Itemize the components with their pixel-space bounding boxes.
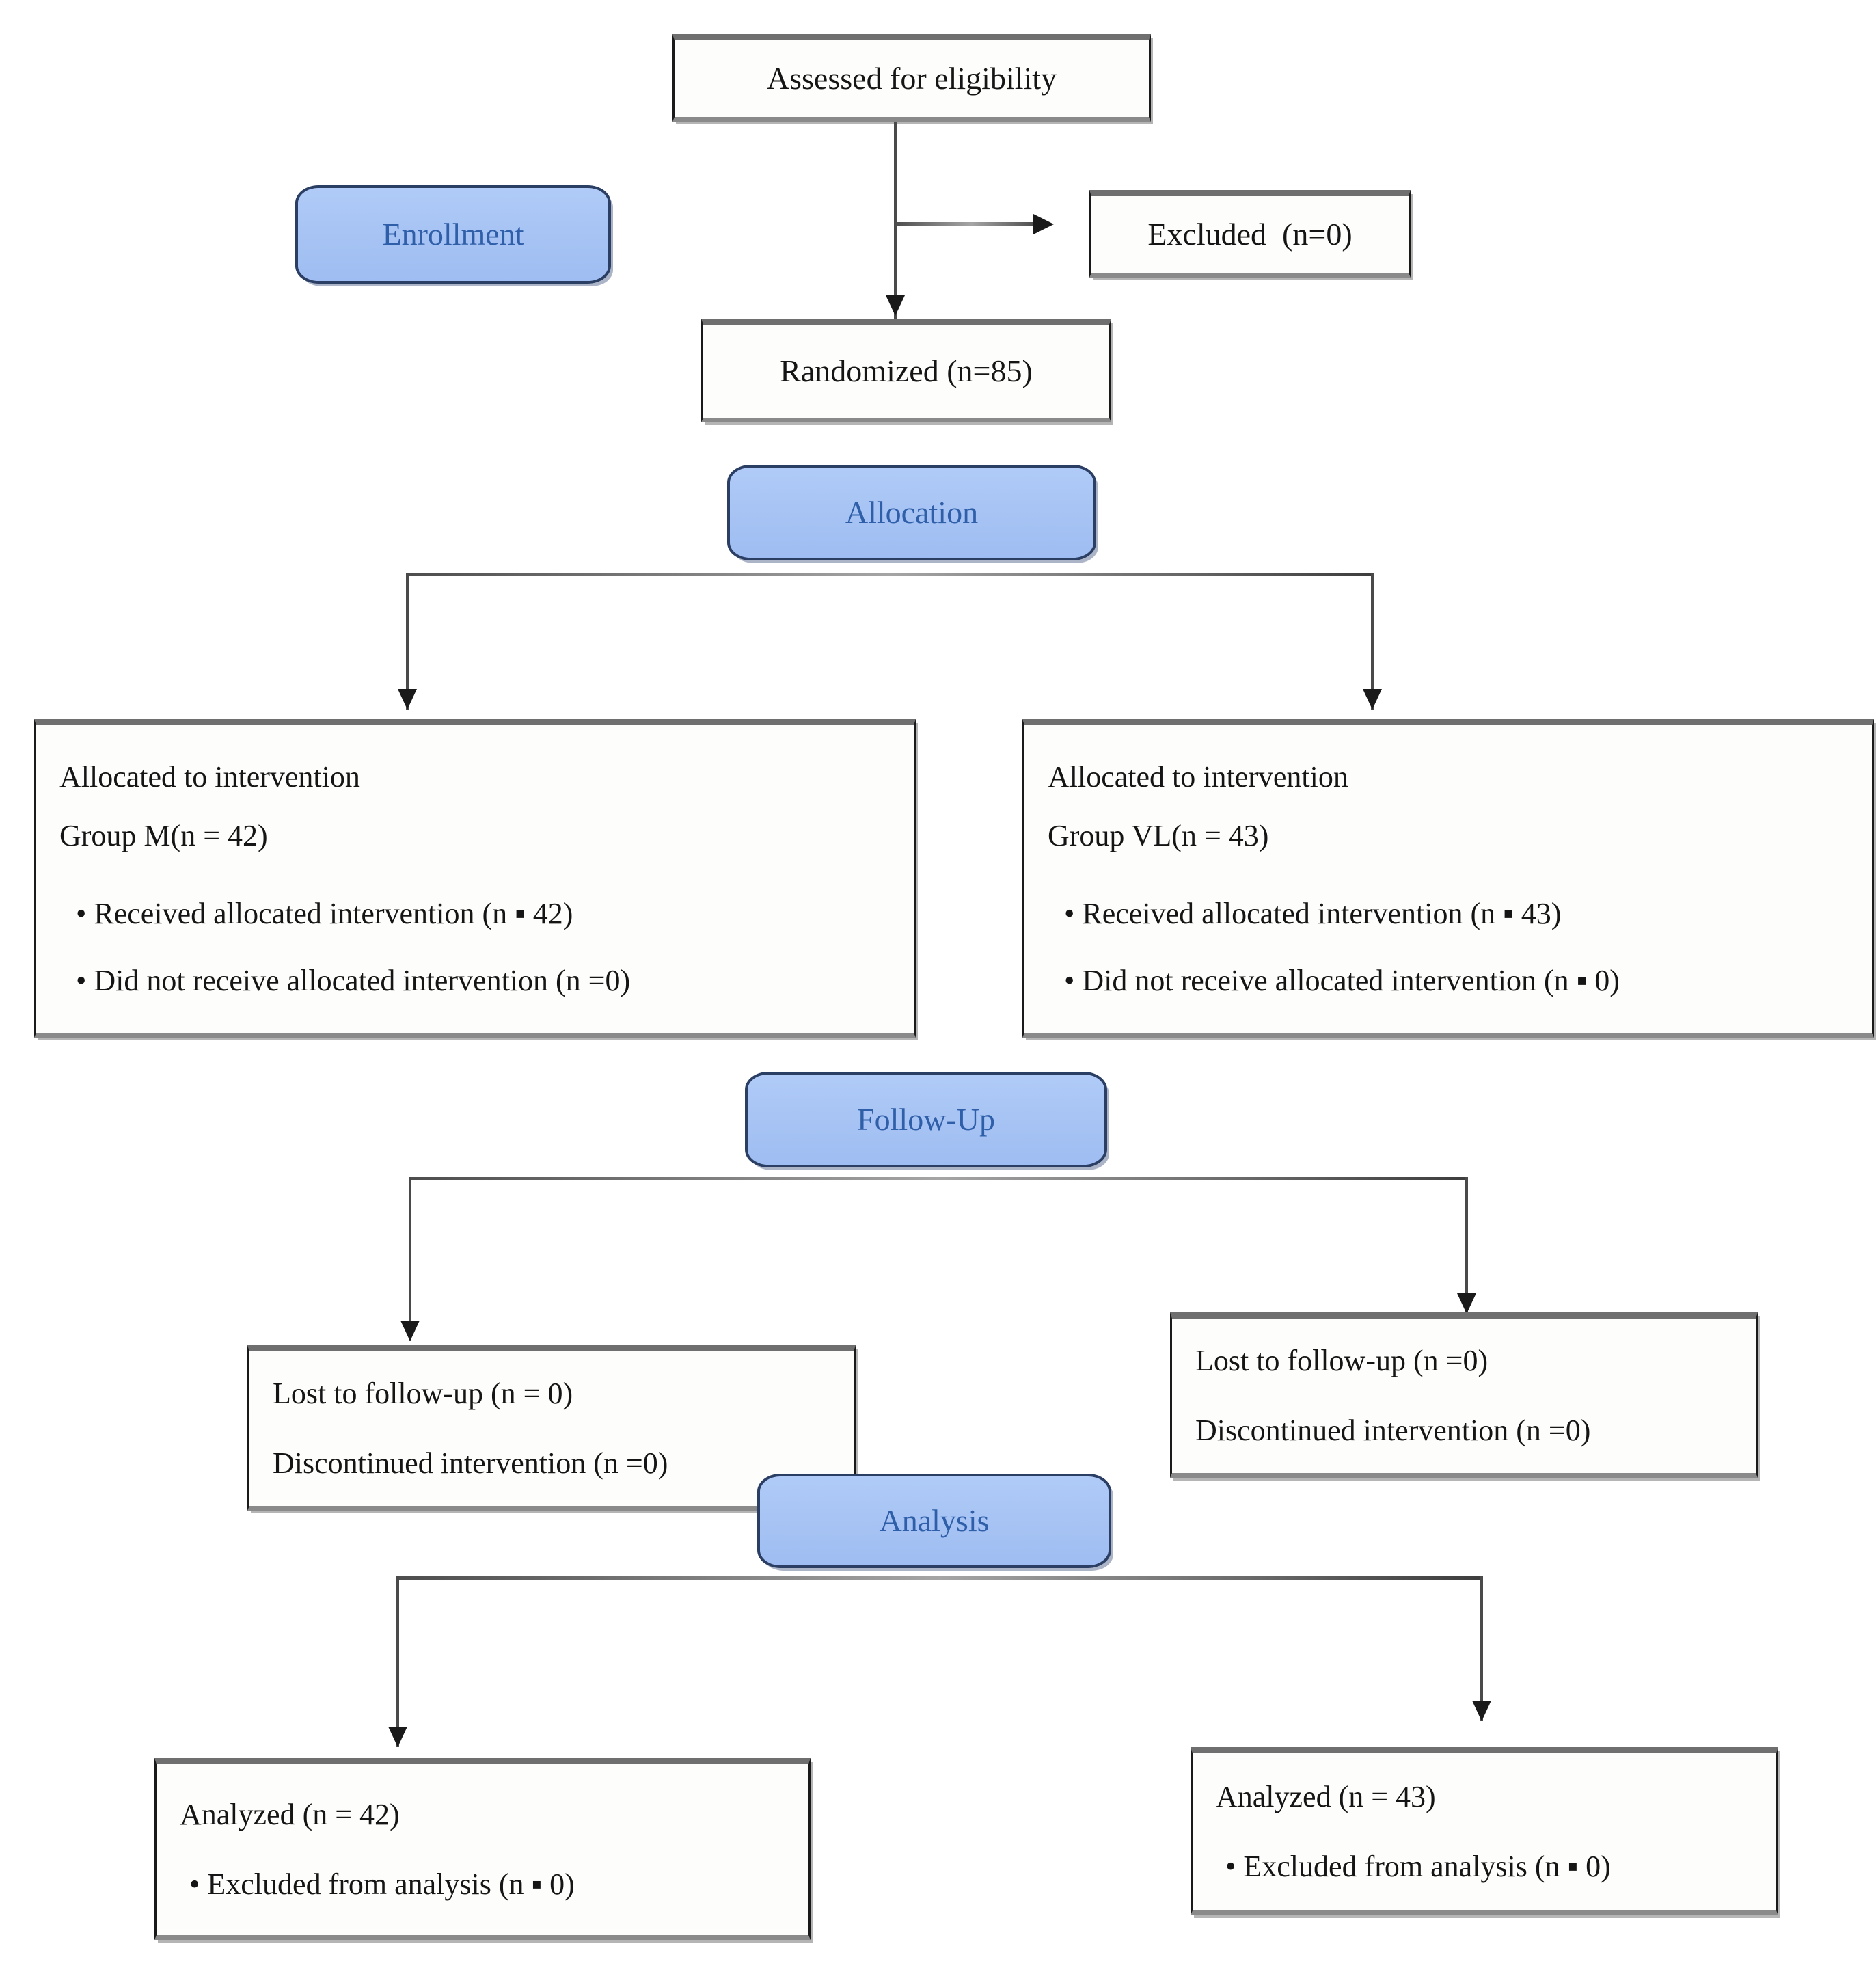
node-analyzed-group-m: Analyzed (n = 42) • Excluded from analys… <box>154 1758 811 1940</box>
connector-analysis-bar <box>396 1576 1483 1580</box>
connector-assessed-to-randomized <box>894 122 897 319</box>
node-analyzed-group-vl: Analyzed (n = 43) • Excluded from analys… <box>1191 1747 1778 1915</box>
node-randomized: Randomized (n=85) <box>701 319 1111 422</box>
analyzed-left-line-1: Analyzed (n = 42) <box>180 1797 400 1831</box>
analyzed-right-line-2: • Excluded from analysis (n ▪ 0) <box>1225 1850 1611 1883</box>
stage-analysis-text: Analysis <box>879 1503 990 1538</box>
allocated-left-line-1: Allocated to intervention <box>59 759 360 794</box>
node-allocated-group-vl: Allocated to intervention Group VL(n = 4… <box>1022 719 1874 1038</box>
randomized-line-1: Randomized (n=85) <box>780 353 1033 388</box>
arrowhead-followup-right <box>1457 1293 1476 1314</box>
allocated-left-line-2: Group M(n = 42) <box>59 818 268 852</box>
allocated-left-line-3: • Received allocated intervention (n ▪ 4… <box>76 897 573 930</box>
stage-label-followup: Follow-Up <box>745 1072 1107 1167</box>
node-assessed-for-eligibility: Assessed for eligibility <box>672 34 1151 122</box>
excluded-line-1: Excluded (n=0) <box>1147 216 1352 252</box>
followup-left-line-2: Discontinued intervention (n =0) <box>273 1446 668 1480</box>
allocated-right-line-4: • Did not receive allocated intervention… <box>1064 964 1620 998</box>
arrowhead-allocation-left <box>398 689 417 710</box>
analyzed-left-line-2: • Excluded from analysis (n ▪ 0) <box>189 1867 575 1901</box>
analyzed-right-line-1: Analyzed (n = 43) <box>1216 1779 1436 1813</box>
connector-followup-right-drop <box>1465 1177 1468 1314</box>
followup-left-line-1: Lost to follow-up (n = 0) <box>273 1376 573 1410</box>
allocated-right-line-3: • Received allocated intervention (n ▪ 4… <box>1064 897 1562 930</box>
stage-label-enrollment: Enrollment <box>295 185 611 284</box>
connector-followup-top-bar <box>409 1177 1468 1180</box>
allocated-left-line-4: • Did not receive allocated intervention… <box>76 964 631 998</box>
stage-enrollment-text: Enrollment <box>382 217 524 252</box>
arrowhead-assessed-to-excluded <box>1033 214 1054 234</box>
connector-analysis-left-drop <box>396 1576 399 1747</box>
connector-analysis-right-drop <box>1480 1576 1483 1721</box>
allocated-right-line-1: Allocated to intervention <box>1048 759 1348 794</box>
stage-label-allocation: Allocation <box>727 465 1096 560</box>
node-excluded: Excluded (n=0) <box>1089 190 1411 278</box>
arrowhead-allocation-right <box>1363 689 1382 710</box>
connector-allocation-split-horizontal <box>406 573 1374 576</box>
arrowhead-analysis-left <box>388 1727 407 1747</box>
stage-allocation-text: Allocation <box>845 495 979 530</box>
followup-right-line-2: Discontinued intervention (n =0) <box>1195 1414 1591 1447</box>
connector-followup-left-drop <box>409 1177 411 1341</box>
node-followup-group-vl: Lost to follow-up (n =0) Discontinued in… <box>1170 1312 1758 1478</box>
node-followup-group-m: Lost to follow-up (n = 0) Discontinued i… <box>247 1345 856 1511</box>
stage-followup-text: Follow-Up <box>857 1102 995 1137</box>
arrowhead-analysis-right <box>1472 1701 1491 1721</box>
node-allocated-group-m: Allocated to intervention Group M(n = 42… <box>34 719 916 1038</box>
assessed-line-1: Assessed for eligibility <box>766 60 1057 96</box>
arrowhead-followup-left <box>400 1321 420 1341</box>
arrowhead-assessed-to-randomized <box>886 295 905 316</box>
connector-assessed-to-excluded <box>895 222 1047 226</box>
connector-allocation-left-drop <box>406 573 409 710</box>
stage-label-analysis: Analysis <box>757 1474 1111 1568</box>
allocated-right-line-2: Group VL(n = 43) <box>1048 818 1269 852</box>
followup-right-line-1: Lost to follow-up (n =0) <box>1195 1343 1488 1377</box>
connector-allocation-right-drop <box>1371 573 1374 710</box>
